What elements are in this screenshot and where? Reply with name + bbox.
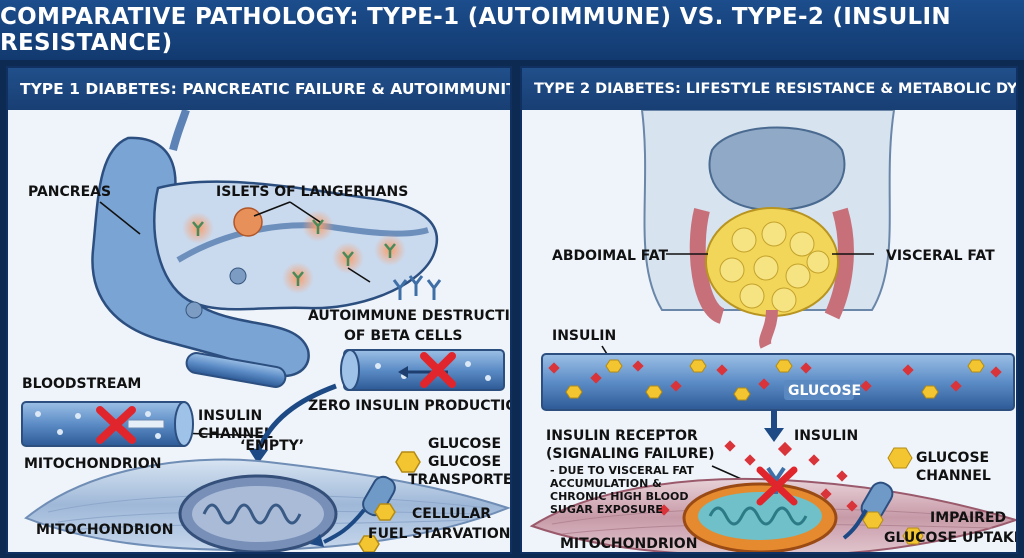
insulin-channel-label-2: CHANNEL — [198, 426, 273, 442]
type1-diagram: PANCREAS ISLETS OF LANGERHANS AUTOIMMUNE… — [21, 110, 512, 552]
pancreas-illustration — [91, 110, 442, 388]
insulin-receptor-label-1: INSULIN RECEPTOR — [546, 428, 698, 444]
visceral-fat-label: VISCERAL FAT — [886, 248, 995, 264]
glucose-label-1: GLUCOSE — [428, 436, 501, 452]
receptor-note-2: ACCUMULATION & — [550, 477, 662, 490]
glucose-uptake-label: GLUCOSE UPTAKE — [884, 530, 1018, 546]
type2-panel: TYPE 2 DIABETES: LIFESTYLE RESISTANCE & … — [520, 66, 1018, 554]
glucose-molecule-icon — [565, 359, 985, 401]
blocked-x-icon — [420, 352, 456, 388]
blocked-channel-x-icon — [96, 406, 136, 444]
empty-label: ‘EMPTY’ — [240, 438, 304, 454]
zero-insulin-vessel — [340, 349, 505, 391]
insulin-mid-label: INSULIN — [794, 428, 858, 444]
glucose-channel-label-1: GLUCOSE — [916, 450, 989, 466]
abdominal-fat-label: ABDOIMAL FAT — [552, 248, 669, 264]
autoimmune-label-1: AUTOIMMUNE DESTRUCTION — [308, 308, 512, 324]
autoimmune-label-2: OF BETA CELLS — [344, 328, 463, 344]
glucose-label-2: GLUCOSE — [428, 454, 501, 470]
islet-cell — [233, 207, 263, 237]
glucose-transporter-label: TRANSPORTER — [408, 472, 512, 488]
insulin-channel-label-1: INSULIN — [198, 408, 262, 424]
insulin-receptor-label-2: (SIGNALING FAILURE) — [546, 446, 714, 462]
bloodstream-vessel-type2 — [541, 353, 1015, 411]
type2-header: TYPE 2 DIABETES: LIFESTYLE RESISTANCE & … — [522, 68, 1016, 110]
mitochondrion-bottom-label: MITOCHONDRION — [36, 522, 173, 538]
glucose-icon — [395, 451, 421, 473]
type1-header: TYPE 1 DIABETES: PANCREATIC FAILURE & AU… — [8, 68, 510, 110]
pancreas-label: PANCREAS — [28, 184, 111, 200]
mitochondrion-top-label: MITOCHONDRION — [24, 456, 161, 472]
antibody-icon — [192, 219, 396, 286]
cellular-label: CELLULAR — [412, 506, 491, 522]
islets-label: ISLETS OF LANGERHANS — [216, 184, 408, 200]
zero-insulin-label: ZERO INSULIN PRODUCTION — [308, 398, 512, 414]
impaired-label: IMPAIRED — [930, 510, 1006, 526]
antibody-cluster-icon — [392, 275, 442, 300]
flow-arrow-icon — [255, 383, 337, 453]
muscle-cell — [24, 451, 510, 552]
bloodstream-label: BLOODSTREAM — [22, 376, 141, 392]
insulin-top-label: INSULIN — [552, 328, 616, 344]
title-bar: COMPARATIVE PATHOLOGY: TYPE-1 (AUTOIMMUN… — [0, 0, 1024, 60]
bloodstream-vessel — [21, 401, 194, 447]
receptor-note-1: - DUE TO VISCERAL FAT — [550, 464, 694, 477]
insulin-receptor-icon — [756, 466, 798, 506]
fuel-starvation-label: FUEL STARVATION — [368, 526, 510, 542]
receptor-note-4: SUGAR EXPOSURE — [550, 503, 663, 516]
mitochondrion-label: MITOCHONDRION — [560, 536, 697, 552]
abdomen-illustration — [640, 110, 896, 349]
glucose-channel-label-2: CHANNEL — [916, 468, 991, 484]
glucose-vessel-label: GLUCOSE — [788, 383, 861, 399]
type2-diagram: ABDOIMAL FAT VISCERAL FAT INSULIN — [529, 110, 1018, 552]
receptor-note-3: CHRONIC HIGH BLOOD — [550, 490, 689, 503]
type1-panel: TYPE 1 DIABETES: PANCREATIC FAILURE & AU… — [6, 66, 512, 554]
resistant-muscle-cell — [529, 440, 1016, 552]
glucose-transporter-icon — [362, 475, 396, 517]
page-title: COMPARATIVE PATHOLOGY: TYPE-1 (AUTOIMMUN… — [0, 4, 951, 56]
